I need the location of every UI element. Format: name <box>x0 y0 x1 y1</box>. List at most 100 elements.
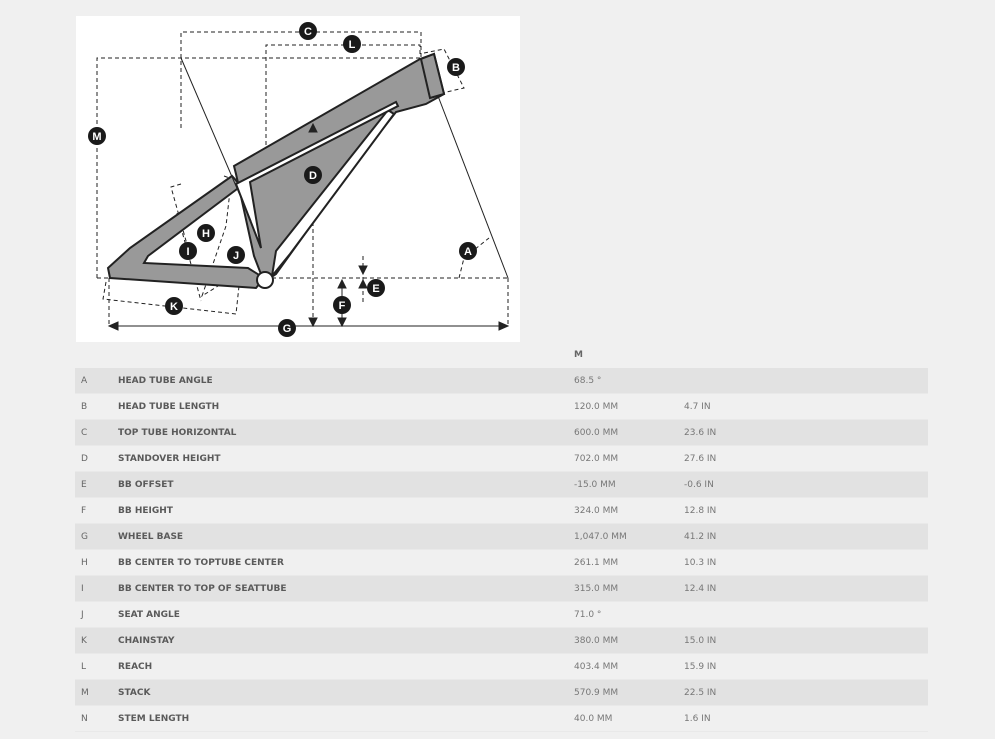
table-row: F BB HEIGHT 324.0 MM 12.8 IN <box>75 498 928 524</box>
dim-line-c <box>180 31 422 128</box>
row-label: HEAD TUBE ANGLE <box>118 376 213 386</box>
row-imperial-value: 4.7 IN <box>684 402 711 412</box>
row-letter: F <box>81 506 87 516</box>
row-imperial-value: 23.6 IN <box>684 428 717 438</box>
size-column-header: M <box>574 350 583 360</box>
row-letter: D <box>81 454 88 464</box>
table-row: H BB CENTER TO TOPTUBE CENTER 261.1 MM 10.3… <box>75 550 928 576</box>
row-label: WHEEL BASE <box>118 532 184 542</box>
frame-drawing: C L B M D H I J A E F K G <box>88 22 510 337</box>
table-row: G WHEEL BASE 1,047.0 MM 41.2 IN <box>75 524 928 550</box>
chainstay-seatstay <box>106 174 266 290</box>
svg-text:F: F <box>339 300 346 312</box>
row-metric-value: 120.0 MM <box>574 402 619 412</box>
svg-text:M: M <box>92 131 101 143</box>
row-letter: H <box>81 558 88 568</box>
table-row: L REACH 403.4 MM 15.9 IN <box>75 654 928 680</box>
badge-b: B <box>447 58 465 76</box>
badge-k: K <box>165 297 183 315</box>
table-row: A HEAD TUBE ANGLE 68.5 ° <box>75 368 928 394</box>
bike-frame <box>106 52 446 290</box>
svg-text:J: J <box>233 250 239 262</box>
row-letter: J <box>81 610 84 620</box>
row-metric-value: 68.5 ° <box>574 376 602 386</box>
row-imperial-value: 15.9 IN <box>684 662 717 672</box>
svg-text:G: G <box>283 323 292 335</box>
row-metric-value: 71.0 ° <box>574 610 602 620</box>
row-letter: A <box>81 376 88 386</box>
row-imperial-value: 27.6 IN <box>684 454 717 464</box>
badge-m: M <box>88 127 106 145</box>
row-imperial-value: 15.0 IN <box>684 636 717 646</box>
table-row: J SEAT ANGLE 71.0 ° <box>75 602 928 628</box>
row-label: BB HEIGHT <box>118 506 173 516</box>
svg-text:C: C <box>304 26 312 38</box>
row-label: TOP TUBE HORIZONTAL <box>118 428 237 438</box>
row-label: REACH <box>118 662 153 672</box>
row-imperial-value: 41.2 IN <box>684 532 717 542</box>
row-letter: M <box>81 688 89 698</box>
table-row: C TOP TUBE HORIZONTAL 600.0 MM 23.6 IN <box>75 420 928 446</box>
row-imperial-value: 12.8 IN <box>684 506 717 516</box>
table-row: I BB CENTER TO TOP OF SEATTUBE 315.0 MM 12.… <box>75 576 928 602</box>
geometry-table: A HEAD TUBE ANGLE 68.5 ° B HEAD TUBE LENGTH 1… <box>75 368 928 732</box>
row-metric-value: 570.9 MM <box>574 688 619 698</box>
badge-a: A <box>459 242 477 260</box>
row-letter: B <box>81 402 88 412</box>
svg-text:E: E <box>372 283 379 295</box>
row-label: BB CENTER TO TOPTUBE CENTER <box>118 558 284 568</box>
svg-text:D: D <box>309 170 317 182</box>
row-metric-value: 702.0 MM <box>574 454 619 464</box>
svg-text:L: L <box>349 39 356 51</box>
head-tube <box>419 52 446 100</box>
bottom-bracket <box>256 271 274 289</box>
row-label: CHAINSTAY <box>118 636 175 646</box>
row-letter: E <box>81 480 87 490</box>
row-letter: K <box>81 636 87 646</box>
badge-c: C <box>299 22 317 40</box>
svg-text:H: H <box>202 228 210 240</box>
badge-e: E <box>367 279 385 297</box>
badge-j: J <box>227 246 245 264</box>
row-label: HEAD TUBE LENGTH <box>118 402 220 412</box>
table-row: E BB OFFSET -15.0 MM -0.6 IN <box>75 472 928 498</box>
row-metric-value: 315.0 MM <box>574 584 619 594</box>
row-metric-value: 403.4 MM <box>574 662 619 672</box>
table-row: M STACK 570.9 MM 22.5 IN <box>75 680 928 706</box>
row-label: BB OFFSET <box>118 480 174 490</box>
row-letter: N <box>81 714 88 724</box>
row-letter: C <box>81 428 88 438</box>
geometry-diagram: C L B M D H I J A E F K G <box>76 16 520 342</box>
steering-axis <box>437 95 509 279</box>
row-letter: I <box>81 584 84 594</box>
svg-text:I: I <box>186 246 189 258</box>
row-imperial-value: 22.5 IN <box>684 688 717 698</box>
row-metric-value: -15.0 MM <box>574 480 616 490</box>
row-imperial-value: 12.4 IN <box>684 584 717 594</box>
svg-text:K: K <box>170 301 178 313</box>
svg-text:A: A <box>464 246 472 258</box>
table-row: B HEAD TUBE LENGTH 120.0 MM 4.7 IN <box>75 394 928 420</box>
row-metric-value: 40.0 MM <box>574 714 613 724</box>
dim-line-m <box>96 57 421 278</box>
badge-h: H <box>197 224 215 242</box>
row-metric-value: 324.0 MM <box>574 506 619 516</box>
row-metric-value: 600.0 MM <box>574 428 619 438</box>
row-letter: G <box>81 532 88 542</box>
row-label: STEM LENGTH <box>118 714 190 724</box>
row-metric-value: 1,047.0 MM <box>574 532 627 542</box>
row-label: BB CENTER TO TOP OF SEATTUBE <box>118 584 287 594</box>
badge-i: I <box>179 242 197 260</box>
row-imperial-value: 10.3 IN <box>684 558 717 568</box>
row-letter: L <box>81 662 87 672</box>
row-label: SEAT ANGLE <box>118 610 180 620</box>
badge-f: F <box>333 296 351 314</box>
seat-tube-extension <box>180 57 252 222</box>
row-metric-value: 261.1 MM <box>574 558 619 568</box>
row-label: STACK <box>118 688 151 698</box>
badge-d: D <box>304 166 322 184</box>
row-imperial-value: -0.6 IN <box>684 480 714 490</box>
